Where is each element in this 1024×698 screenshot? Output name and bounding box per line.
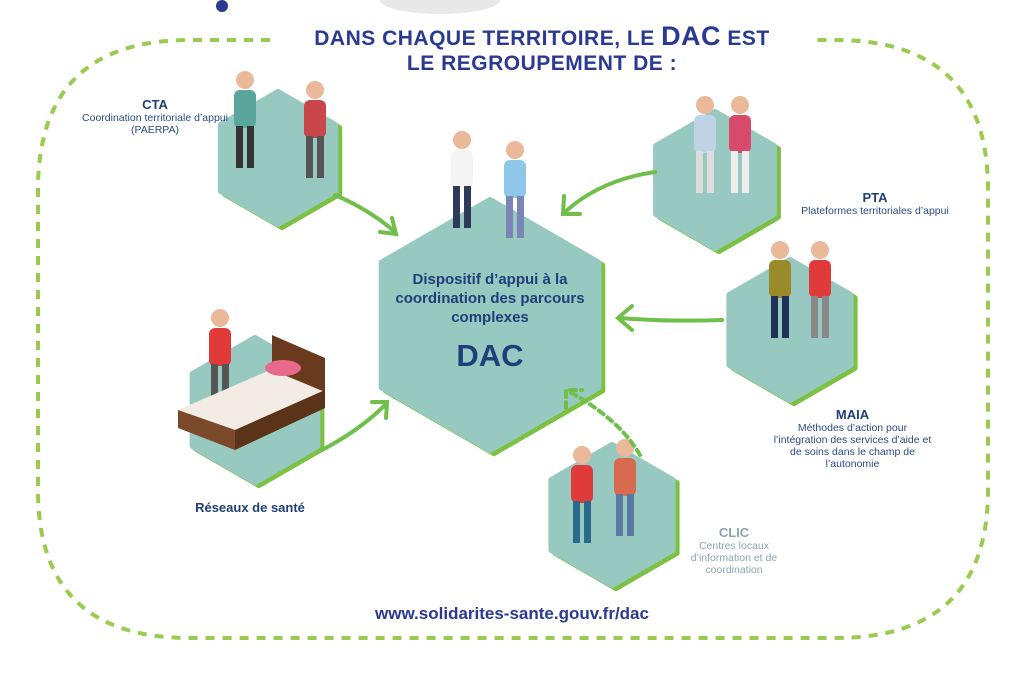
dashed-frame (36, 38, 990, 640)
pta-acronym: PTA (862, 190, 888, 205)
label-pta: PTA Plateformes territoriales d’appui (770, 190, 980, 217)
maia-description: Méthodes d’action pour l’intégration des… (773, 422, 932, 470)
pta-description: Plateformes territoriales d’appui (801, 205, 949, 217)
figure-pta-woman (694, 96, 716, 193)
figure-patient (504, 141, 526, 238)
cta-description: Coordination territoriale d’appui (PAERP… (82, 112, 228, 136)
label-maia: MAIA Méthodes d’action pour l’intégratio… (770, 407, 935, 470)
arrow-cta (333, 193, 399, 237)
label-reseaux: Réseaux de santé (170, 500, 330, 515)
website-link[interactable]: www.solidarites-sante.gouv.fr/dac (375, 604, 649, 623)
figure-clic-helper (571, 446, 593, 543)
arrow-clic (564, 388, 642, 457)
figure-clic-wheelchair (614, 439, 636, 536)
figure-reseaux-nurse (209, 309, 231, 406)
top-dot (216, 0, 228, 12)
page-title: DANS CHAQUE TERRITOIRE, LE DAC EST LE RE… (262, 21, 822, 76)
clic-acronym: CLIC (718, 525, 750, 540)
cta-acronym: CTA (142, 97, 168, 112)
figure-maia-helper (809, 241, 831, 338)
title-dac: DAC (661, 21, 722, 51)
title-prefix: DANS CHAQUE TERRITOIRE, LE (314, 27, 662, 50)
label-clic: CLIC Centres locaux d’information et de … (688, 525, 780, 576)
center-description: Dispositif d’appui à la coordination des… (395, 271, 585, 326)
arrow-maia (614, 304, 724, 332)
clic-description: Centres locaux d’information et de coord… (690, 540, 778, 576)
figure-elder-woman (304, 81, 326, 178)
figure-elder-man (234, 71, 256, 168)
figure-pta-helper (729, 96, 751, 193)
arrows (320, 170, 724, 457)
title-suffix: EST (721, 27, 770, 50)
arrow-pta (560, 170, 657, 216)
title-line2: LE REGROUPEMENT DE : (406, 52, 678, 75)
figure-doctor (451, 131, 473, 228)
bed-illustration (178, 335, 325, 450)
arrow-reseaux (320, 400, 390, 452)
maia-acronym: MAIA (835, 407, 870, 422)
hex-dac (378, 197, 602, 453)
label-cta: CTA Coordination territoriale d’appui (P… (80, 97, 230, 136)
reseaux-label: Réseaux de santé (195, 500, 305, 515)
top-decoration (380, 0, 500, 14)
figure-maia-elder (769, 241, 791, 338)
center-acronym: DAC (456, 338, 524, 373)
